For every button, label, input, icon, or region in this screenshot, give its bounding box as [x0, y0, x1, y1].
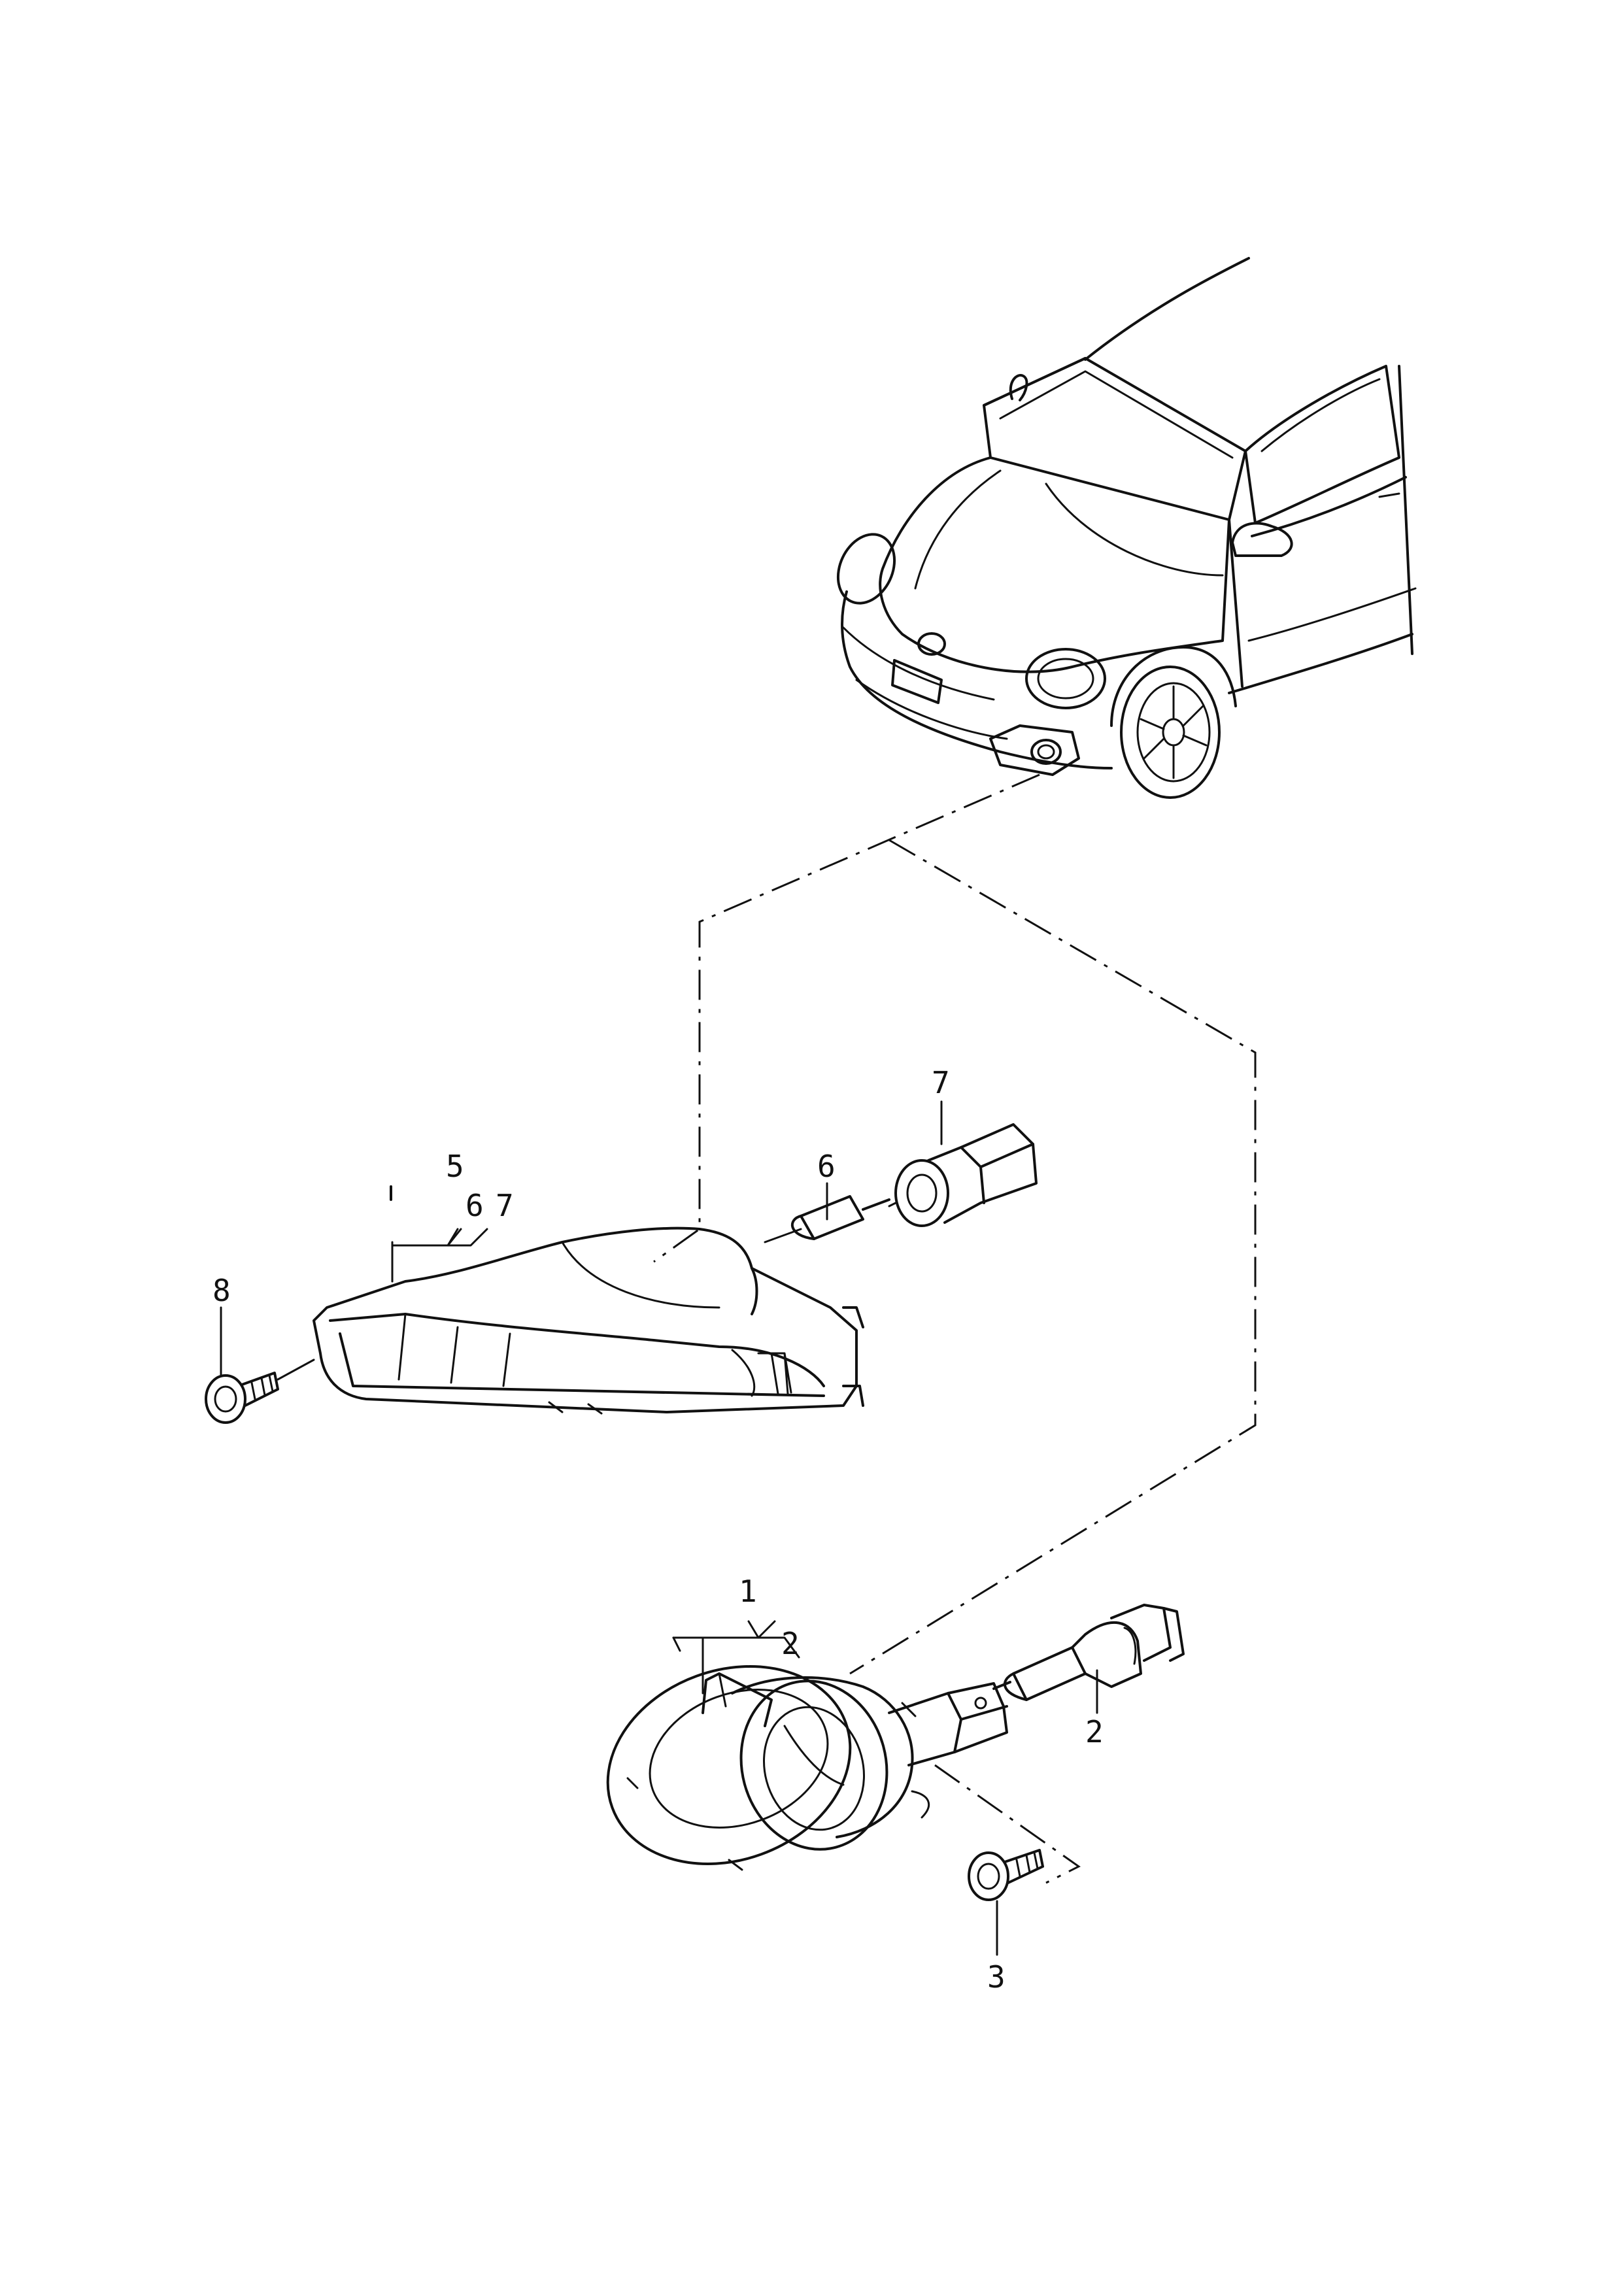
leader-to-turn-lamp: [653, 773, 1040, 1263]
label-2: 2: [1085, 1714, 1104, 1749]
car-illustration: [836, 257, 1417, 799]
leader-to-fog-lamp: [849, 839, 1257, 1675]
bracket-group-1: [672, 1620, 800, 1695]
turn-signal-socket: [888, 1123, 1038, 1227]
label-7: 7: [932, 1065, 950, 1100]
fog-lamp-assembly: [606, 1665, 1008, 1871]
callout-labels: 5 6 7 6 7 8 1 2 2 3: [212, 1065, 1104, 1995]
label-6: 6: [817, 1149, 836, 1184]
leader-lines: [653, 773, 1257, 1884]
label-5-sub-7: 7: [496, 1188, 514, 1223]
label-3: 3: [987, 1959, 1006, 1995]
label-8: 8: [212, 1273, 231, 1308]
leader-to-screw-3: [934, 1764, 1081, 1884]
turn-signal-bulb: [764, 1195, 890, 1243]
screw-8: [205, 1359, 315, 1424]
label-5: 5: [446, 1149, 464, 1184]
turn-signal-lamp-assembly: [313, 1226, 864, 1415]
label-1: 1: [739, 1574, 757, 1609]
label-1-sub-2: 2: [781, 1626, 800, 1661]
screw-3: [968, 1849, 1044, 1901]
label-5-sub-6: 6: [465, 1188, 484, 1223]
fog-lamp-bulb: [992, 1604, 1185, 1701]
